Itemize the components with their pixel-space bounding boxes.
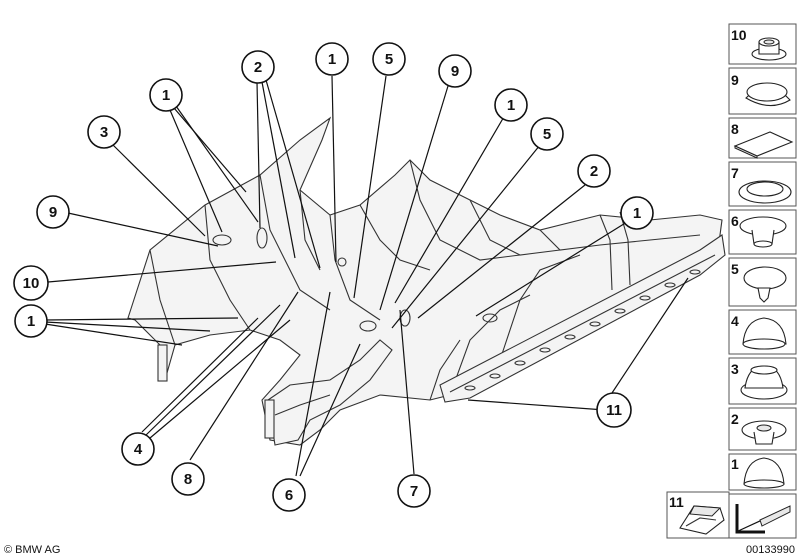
svg-text:1: 1 [27, 313, 35, 330]
callout-4: 4 [121, 432, 155, 466]
parts-panel-item: 8 [728, 117, 797, 159]
callout-2-right: 2 [577, 154, 611, 188]
foam-block-icon [679, 505, 725, 535]
svg-text:1: 1 [633, 205, 641, 222]
plug-with-clip-icon [743, 266, 787, 303]
stepped-plug-icon [740, 365, 788, 400]
svg-text:1: 1 [162, 87, 170, 104]
callout-5-right: 5 [530, 117, 564, 151]
parts-panel-item: 7 [728, 161, 797, 207]
parts-panel-item: 6 [728, 209, 797, 255]
parts-panel-item: 10 [728, 23, 797, 65]
callout-3: 3 [87, 115, 121, 149]
leader-lines [44, 75, 689, 477]
svg-text:7: 7 [410, 483, 418, 500]
parts-panel-item: 4 [728, 309, 797, 355]
callout-1-top: 1 [315, 42, 349, 76]
grommet-with-collar-icon [751, 37, 787, 61]
svg-text:11: 11 [669, 494, 684, 510]
svg-text:3: 3 [731, 361, 739, 377]
brand-copyright: © BMW AG [4, 544, 60, 556]
callout-9-left: 9 [36, 195, 70, 229]
body-structure-drawing [127, 116, 726, 446]
callout-11: 11 [596, 392, 632, 428]
parts-panel: 10 9 8 [666, 23, 797, 539]
svg-text:10: 10 [23, 275, 40, 292]
diagram-number: 00133990 [746, 544, 795, 556]
svg-text:1: 1 [731, 456, 739, 472]
arrow-icon [735, 504, 791, 534]
cap-plug-icon [741, 420, 787, 445]
callout-10: 10 [13, 265, 49, 301]
sill-holes [464, 269, 701, 391]
callout-9-top: 9 [438, 54, 472, 88]
svg-text:10: 10 [731, 27, 747, 43]
svg-text:1: 1 [507, 97, 515, 114]
direction-arrow-box [728, 493, 797, 539]
svg-text:2: 2 [254, 59, 262, 76]
callout-8: 8 [171, 462, 205, 496]
svg-text:5: 5 [543, 126, 551, 143]
footer: © BMW AG 00133990 [4, 544, 795, 556]
svg-text:4: 4 [731, 313, 739, 329]
svg-text:2: 2 [731, 411, 739, 427]
parts-panel-item: 1 [728, 453, 797, 491]
svg-text:8: 8 [184, 471, 192, 488]
callout-1-left-top: 1 [149, 78, 183, 112]
callout-5-top: 5 [372, 42, 406, 76]
parts-panel-item: 2 [728, 407, 797, 451]
svg-text:9: 9 [451, 63, 459, 80]
svg-text:7: 7 [731, 165, 739, 181]
plug-with-stem-icon [739, 216, 787, 248]
svg-text:6: 6 [285, 487, 293, 504]
parts-panel-item: 3 [728, 357, 797, 405]
svg-text:1: 1 [328, 51, 336, 68]
svg-text:5: 5 [385, 51, 393, 68]
svg-text:8: 8 [731, 121, 739, 137]
flat-plug-icon [745, 82, 791, 107]
svg-text:9: 9 [731, 72, 739, 88]
callout-1-lower-left: 1 [14, 304, 48, 338]
callouts: 1 2 1 5 9 3 1 5 [13, 42, 654, 512]
parts-panel-item: 9 [728, 67, 797, 115]
callout-2-top: 2 [241, 50, 275, 84]
callout-7: 7 [397, 474, 431, 508]
svg-text:11: 11 [606, 402, 622, 419]
svg-text:9: 9 [49, 204, 57, 221]
svg-text:5: 5 [731, 261, 739, 277]
oval-plug-icon [738, 180, 792, 204]
dome-plug-icon [742, 317, 787, 350]
parts-panel-item: 5 [728, 257, 797, 307]
callout-1-far-right: 1 [620, 196, 654, 230]
svg-text:2: 2 [590, 163, 598, 180]
svg-text:6: 6 [731, 213, 739, 229]
parts-panel-item: 11 [666, 491, 730, 539]
adhesive-pad-icon [733, 131, 794, 159]
svg-text:4: 4 [134, 441, 143, 458]
callout-6: 6 [272, 478, 306, 512]
round-plug-icon [743, 457, 785, 489]
callout-1-right-top: 1 [494, 88, 528, 122]
svg-text:3: 3 [100, 124, 108, 141]
